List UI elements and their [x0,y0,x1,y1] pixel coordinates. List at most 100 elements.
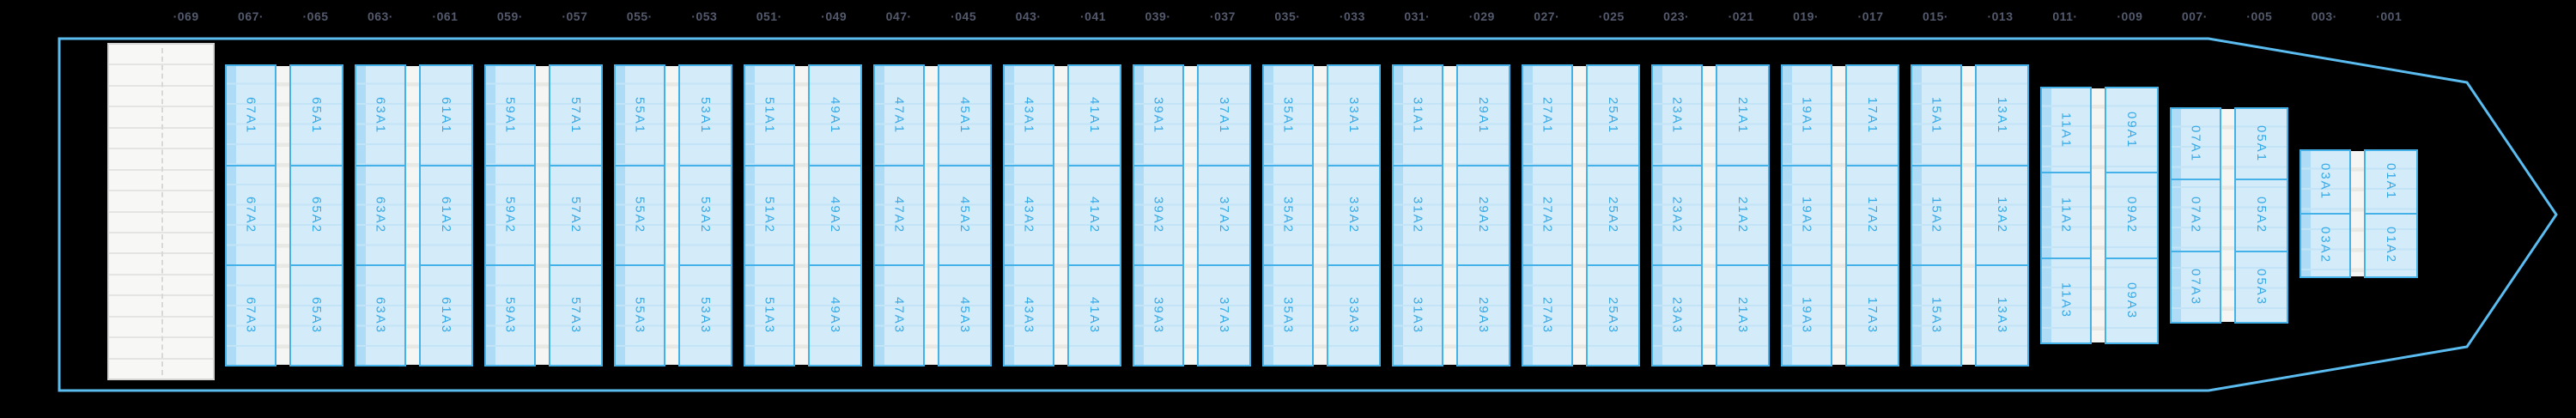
cell-55A2[interactable]: 55A2 [614,164,665,267]
cell-37A3[interactable]: 37A3 [1197,264,1251,367]
cell-11A2[interactable]: 11A2 [2040,172,2092,259]
cell-47A2[interactable]: 47A2 [873,164,925,267]
cell-57A1[interactable]: 57A1 [549,64,603,167]
cell-33A1[interactable]: 33A1 [1327,64,1381,167]
cell-63A2[interactable]: 63A2 [355,164,406,267]
cell-57A3[interactable]: 57A3 [549,264,603,367]
cell-59A1[interactable]: 59A1 [484,64,536,167]
cell-17A3[interactable]: 17A3 [1845,264,1899,367]
cell-23A2[interactable]: 23A2 [1651,164,1703,267]
cell-21A2[interactable]: 21A2 [1716,164,1770,267]
cell-49A2[interactable]: 49A2 [808,164,862,267]
cell-67A2[interactable]: 67A2 [225,164,276,267]
cell-21A1[interactable]: 21A1 [1716,64,1770,167]
cell-67A1[interactable]: 67A1 [225,64,276,167]
cell-05A1[interactable]: 05A1 [2234,107,2288,181]
cell-61A3[interactable]: 61A3 [419,264,473,367]
cell-25A2[interactable]: 25A2 [1586,164,1640,267]
cell-57A2[interactable]: 57A2 [549,164,603,267]
cell-49A3[interactable]: 49A3 [808,264,862,367]
cell-15A2[interactable]: 15A2 [1911,164,1962,267]
cell-19A2[interactable]: 19A2 [1781,164,1832,267]
cell-41A2[interactable]: 41A2 [1067,164,1121,267]
cell-53A1[interactable]: 53A1 [678,64,732,167]
cell-43A3[interactable]: 43A3 [1003,264,1054,367]
cell-17A2[interactable]: 17A2 [1845,164,1899,267]
cell-01A1[interactable]: 01A1 [2364,149,2418,215]
cell-01A2[interactable]: 01A2 [2364,213,2418,278]
cell-17A1[interactable]: 17A1 [1845,64,1899,167]
cell-11A3[interactable]: 11A3 [2040,257,2092,344]
cell-05A2[interactable]: 05A2 [2234,179,2288,252]
cell-59A2[interactable]: 59A2 [484,164,536,267]
cell-27A1[interactable]: 27A1 [1522,64,1573,167]
cell-29A3[interactable]: 29A3 [1456,264,1510,367]
cell-31A3[interactable]: 31A3 [1392,264,1443,367]
cell-05A3[interactable]: 05A3 [2234,250,2288,324]
cell-35A1[interactable]: 35A1 [1262,64,1314,167]
cell-03A1[interactable]: 03A1 [2300,149,2351,215]
cell-41A1[interactable]: 41A1 [1067,64,1121,167]
cell-41A3[interactable]: 41A3 [1067,264,1121,367]
cell-37A2[interactable]: 37A2 [1197,164,1251,267]
cell-13A3[interactable]: 13A3 [1975,264,2029,367]
cell-61A2[interactable]: 61A2 [419,164,473,267]
cell-51A2[interactable]: 51A2 [744,164,795,267]
cell-29A2[interactable]: 29A2 [1456,164,1510,267]
cell-65A1[interactable]: 65A1 [289,64,343,167]
cell-27A3[interactable]: 27A3 [1522,264,1573,367]
cell-25A1[interactable]: 25A1 [1586,64,1640,167]
cell-39A3[interactable]: 39A3 [1133,264,1184,367]
cell-43A1[interactable]: 43A1 [1003,64,1054,167]
cell-63A3[interactable]: 63A3 [355,264,406,367]
cell-33A3[interactable]: 33A3 [1327,264,1381,367]
cell-53A3[interactable]: 53A3 [678,264,732,367]
cell-21A3[interactable]: 21A3 [1716,264,1770,367]
cell-45A1[interactable]: 45A1 [938,64,992,167]
cell-25A3[interactable]: 25A3 [1586,264,1640,367]
cell-45A3[interactable]: 45A3 [938,264,992,367]
cell-31A2[interactable]: 31A2 [1392,164,1443,267]
cell-31A1[interactable]: 31A1 [1392,64,1443,167]
cell-65A2[interactable]: 65A2 [289,164,343,267]
cell-13A1[interactable]: 13A1 [1975,64,2029,167]
cell-07A1[interactable]: 07A1 [2170,107,2221,181]
cell-63A1[interactable]: 63A1 [355,64,406,167]
cell-35A3[interactable]: 35A3 [1262,264,1314,367]
cell-51A1[interactable]: 51A1 [744,64,795,167]
cell-23A3[interactable]: 23A3 [1651,264,1703,367]
cell-15A3[interactable]: 15A3 [1911,264,1962,367]
cell-03A2[interactable]: 03A2 [2300,213,2351,278]
cell-49A1[interactable]: 49A1 [808,64,862,167]
cell-65A3[interactable]: 65A3 [289,264,343,367]
cell-37A1[interactable]: 37A1 [1197,64,1251,167]
cell-55A1[interactable]: 55A1 [614,64,665,167]
cell-07A3[interactable]: 07A3 [2170,250,2221,324]
cell-09A3[interactable]: 09A3 [2105,257,2159,344]
cell-33A2[interactable]: 33A2 [1327,164,1381,267]
cell-55A3[interactable]: 55A3 [614,264,665,367]
cell-23A1[interactable]: 23A1 [1651,64,1703,167]
cell-47A3[interactable]: 47A3 [873,264,925,367]
cell-61A1[interactable]: 61A1 [419,64,473,167]
cell-39A2[interactable]: 39A2 [1133,164,1184,267]
cell-07A2[interactable]: 07A2 [2170,179,2221,252]
cell-39A1[interactable]: 39A1 [1133,64,1184,167]
cell-43A2[interactable]: 43A2 [1003,164,1054,267]
cell-51A3[interactable]: 51A3 [744,264,795,367]
cell-19A1[interactable]: 19A1 [1781,64,1832,167]
cell-47A1[interactable]: 47A1 [873,64,925,167]
cell-19A3[interactable]: 19A3 [1781,264,1832,367]
cell-09A2[interactable]: 09A2 [2105,172,2159,259]
cell-53A2[interactable]: 53A2 [678,164,732,267]
cell-11A1[interactable]: 11A1 [2040,87,2092,174]
cell-45A2[interactable]: 45A2 [938,164,992,267]
cell-09A1[interactable]: 09A1 [2105,87,2159,174]
cell-59A3[interactable]: 59A3 [484,264,536,367]
cell-29A1[interactable]: 29A1 [1456,64,1510,167]
cell-67A3[interactable]: 67A3 [225,264,276,367]
cell-27A2[interactable]: 27A2 [1522,164,1573,267]
cell-35A2[interactable]: 35A2 [1262,164,1314,267]
cell-13A2[interactable]: 13A2 [1975,164,2029,267]
cell-15A1[interactable]: 15A1 [1911,64,1962,167]
